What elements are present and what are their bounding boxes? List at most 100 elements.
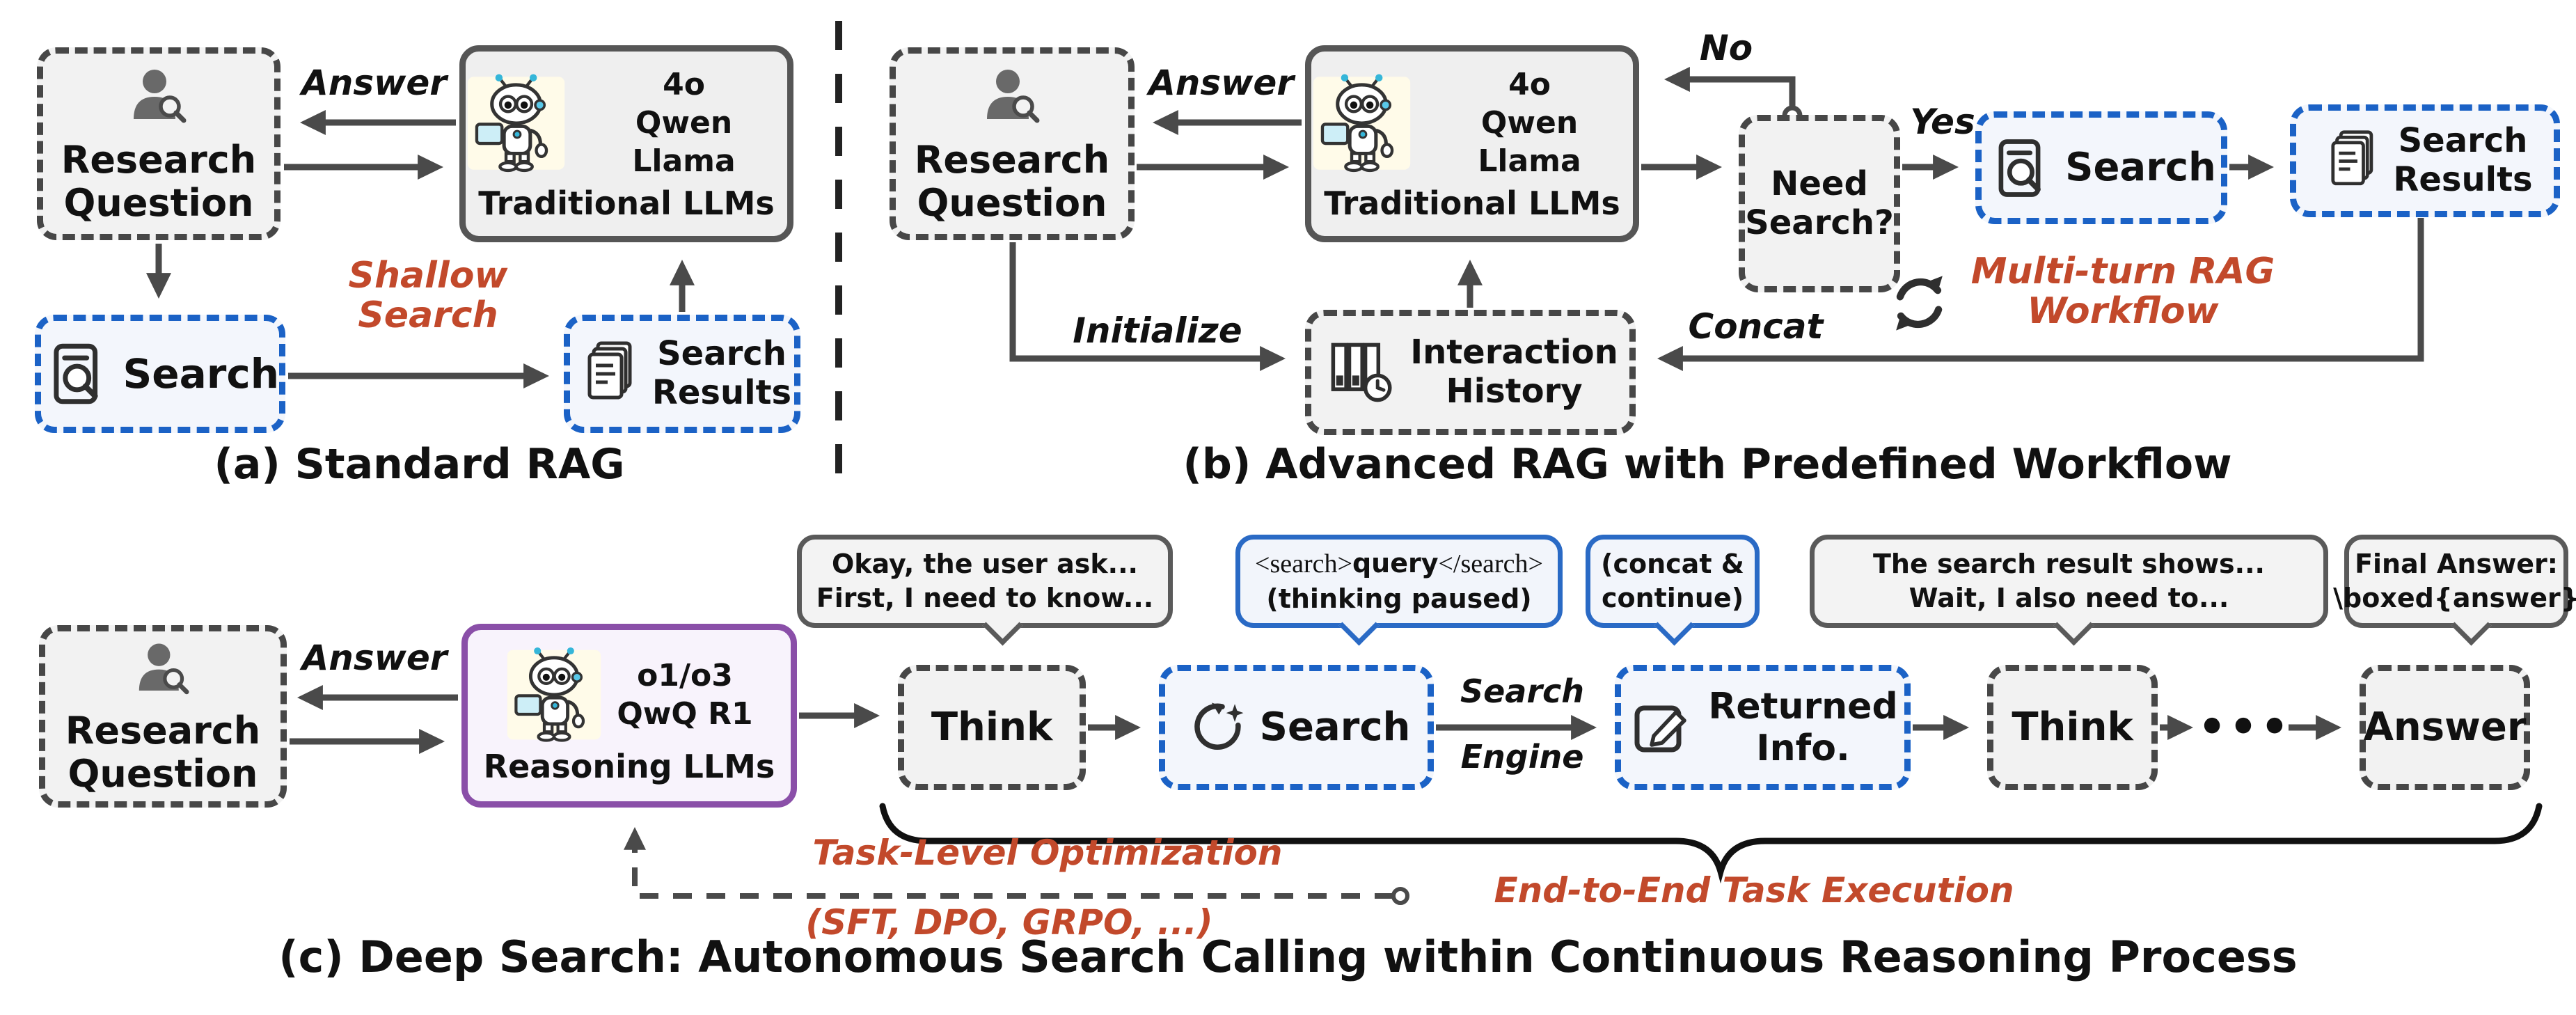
model-name-top: o1/o3 <box>637 658 733 693</box>
model-name-top: 4o <box>1508 67 1551 102</box>
sft-dpo-grpo-label: (SFT, DPO, GRPO, ...) <box>805 902 1213 943</box>
answer-label-c: Answer <box>301 638 448 678</box>
thought-bubble-concat: (concat & continue) <box>1586 535 1760 646</box>
yes-label: Yes <box>1910 102 1975 142</box>
bubble-line1: (concat & <box>1601 548 1744 579</box>
need-search-box: Need Search? <box>1739 115 1900 292</box>
search-open-tag: <search> <box>1255 549 1352 579</box>
answer-label-a: Answer <box>301 63 447 103</box>
feedback-end-dot <box>1391 887 1409 905</box>
returned-info-line2: Info. <box>1756 727 1850 769</box>
answer-label: Answer <box>2363 705 2527 750</box>
reasoning-llms-box: o1/o3 QwQ R1 Reasoning LLMs <box>461 624 797 808</box>
caption-b: (b) Advanced RAG with Predefined Workflo… <box>1183 440 2232 489</box>
answer-label-b: Answer <box>1148 63 1294 103</box>
search-results-line1: Search <box>2398 121 2528 161</box>
bubble-line1: The search result shows... <box>1873 548 2265 579</box>
research-question-line1: Research <box>914 137 1110 182</box>
search-doc-icon <box>1986 135 2053 201</box>
research-question-box-c: Research Question <box>39 625 287 808</box>
llm-box-title: Traditional LLMs <box>1324 184 1620 222</box>
robot-icon <box>505 646 603 743</box>
bubble-line1: <search>query</search> <box>1255 546 1543 581</box>
llm-box-title: Traditional LLMs <box>478 184 775 222</box>
think-box-2: Think <box>1987 665 2158 790</box>
research-question-line2: Question <box>917 180 1107 225</box>
need-search-line1: Need <box>1771 164 1868 203</box>
arrow-no-loop <box>1664 66 1796 110</box>
returned-info-box: Returned Info. <box>1615 665 1911 790</box>
need-search-line2: Search? <box>1745 203 1894 242</box>
documents-stack-icon <box>573 339 642 409</box>
multi-turn-line2: Workflow <box>2027 290 2219 333</box>
traditional-llms-box-a: 4o Qwen Llama Traditional LLMs <box>459 45 793 242</box>
task-level-optimization-label: Task-Level Optimization <box>812 833 1283 873</box>
thought-bubble-think2: The search result shows... Wait, I also … <box>1810 535 2328 646</box>
documents-stack-icon <box>2317 128 2383 194</box>
interaction-history-box: Interaction History <box>1305 310 1636 435</box>
shallow-search-line2: Search <box>358 294 498 337</box>
user-search-icon <box>973 63 1051 133</box>
search-label-b: Search <box>2065 145 2216 191</box>
research-question-box-b: Research Question <box>890 47 1135 240</box>
traditional-llms-box-b: 4o Qwen Llama Traditional LLMs <box>1305 45 1639 242</box>
shallow-search-line1: Shallow <box>348 255 508 297</box>
think-label: Think <box>931 705 1053 750</box>
multi-turn-line1: Multi-turn RAG <box>1970 251 2275 292</box>
search-engine-label-line2: Engine <box>1460 738 1584 776</box>
model-name-bottom: Qwen Llama <box>1478 105 1581 179</box>
thought-bubble-final-answer: Final Answer: \boxed{answer} <box>2333 535 2576 646</box>
interaction-history-line2: History <box>1446 372 1583 411</box>
caption-a: (a) Standard RAG <box>214 440 625 489</box>
bubble-line1: Okay, the user ask... <box>831 548 1138 579</box>
multi-turn-label: Multi-turn RAG Workflow <box>1966 251 2279 333</box>
research-question-line1: Research <box>65 708 261 753</box>
caption-c: (c) Deep Search: Autonomous Search Calli… <box>278 931 2298 982</box>
search-box-a: Search <box>35 315 285 433</box>
returned-info-line1: Returned <box>1708 685 1898 727</box>
model-name-top: 4o <box>663 67 705 102</box>
user-search-icon <box>120 63 198 133</box>
search-results-line2: Results <box>2393 160 2533 199</box>
refresh-sparkle-icon <box>1183 695 1249 761</box>
shallow-search-label: Shallow Search <box>310 255 546 337</box>
research-question-line1: Research <box>61 137 257 182</box>
model-name-bottom: Qwen Llama <box>632 105 736 179</box>
research-question-line2: Question <box>63 180 254 225</box>
search-label-a: Search <box>123 349 279 398</box>
search-results-line2: Results <box>651 373 792 412</box>
execution-brace <box>879 803 2543 884</box>
search-results-box-b: Search Results <box>2290 104 2560 217</box>
ellipsis-dots: ••• <box>2197 702 2292 753</box>
research-question-line2: Question <box>68 751 258 796</box>
bubble-line2: \boxed{answer} <box>2333 583 2576 613</box>
search-label: Search <box>1259 705 1411 750</box>
cycle-icon <box>1879 263 1959 343</box>
user-search-icon <box>126 638 200 704</box>
concat-label: Concat <box>1688 306 1824 347</box>
search-query: query <box>1352 548 1439 579</box>
bubble-line2: First, I need to know... <box>816 583 1154 613</box>
search-box-b: Search <box>1975 111 2227 224</box>
no-label: No <box>1699 28 1753 68</box>
end-to-end-label: End-to-End Task Execution <box>1494 870 2014 911</box>
thought-bubble-search-call: <search>query</search> (thinking paused) <box>1235 535 1563 646</box>
search-close-tag: </search> <box>1438 549 1543 579</box>
robot-icon <box>466 72 567 175</box>
search-doc-icon <box>41 339 110 409</box>
robot-icon <box>1311 72 1412 175</box>
think-box-1: Think <box>898 665 1086 790</box>
search-box-c: Search <box>1159 665 1434 790</box>
bubble-line2: (thinking paused) <box>1266 583 1532 614</box>
answer-box: Answer <box>2360 665 2530 790</box>
thought-bubble-think1: Okay, the user ask... First, I need to k… <box>797 535 1173 646</box>
model-name-bottom: QwQ R1 <box>617 696 753 732</box>
search-results-box-a: Search Results <box>564 315 800 433</box>
archive-clock-icon <box>1322 334 1399 411</box>
llm-box-title: Reasoning LLMs <box>483 748 775 785</box>
interaction-history-line1: Interaction <box>1410 333 1618 372</box>
think-label: Think <box>2012 705 2133 750</box>
bubble-line1: Final Answer: <box>2355 548 2558 579</box>
